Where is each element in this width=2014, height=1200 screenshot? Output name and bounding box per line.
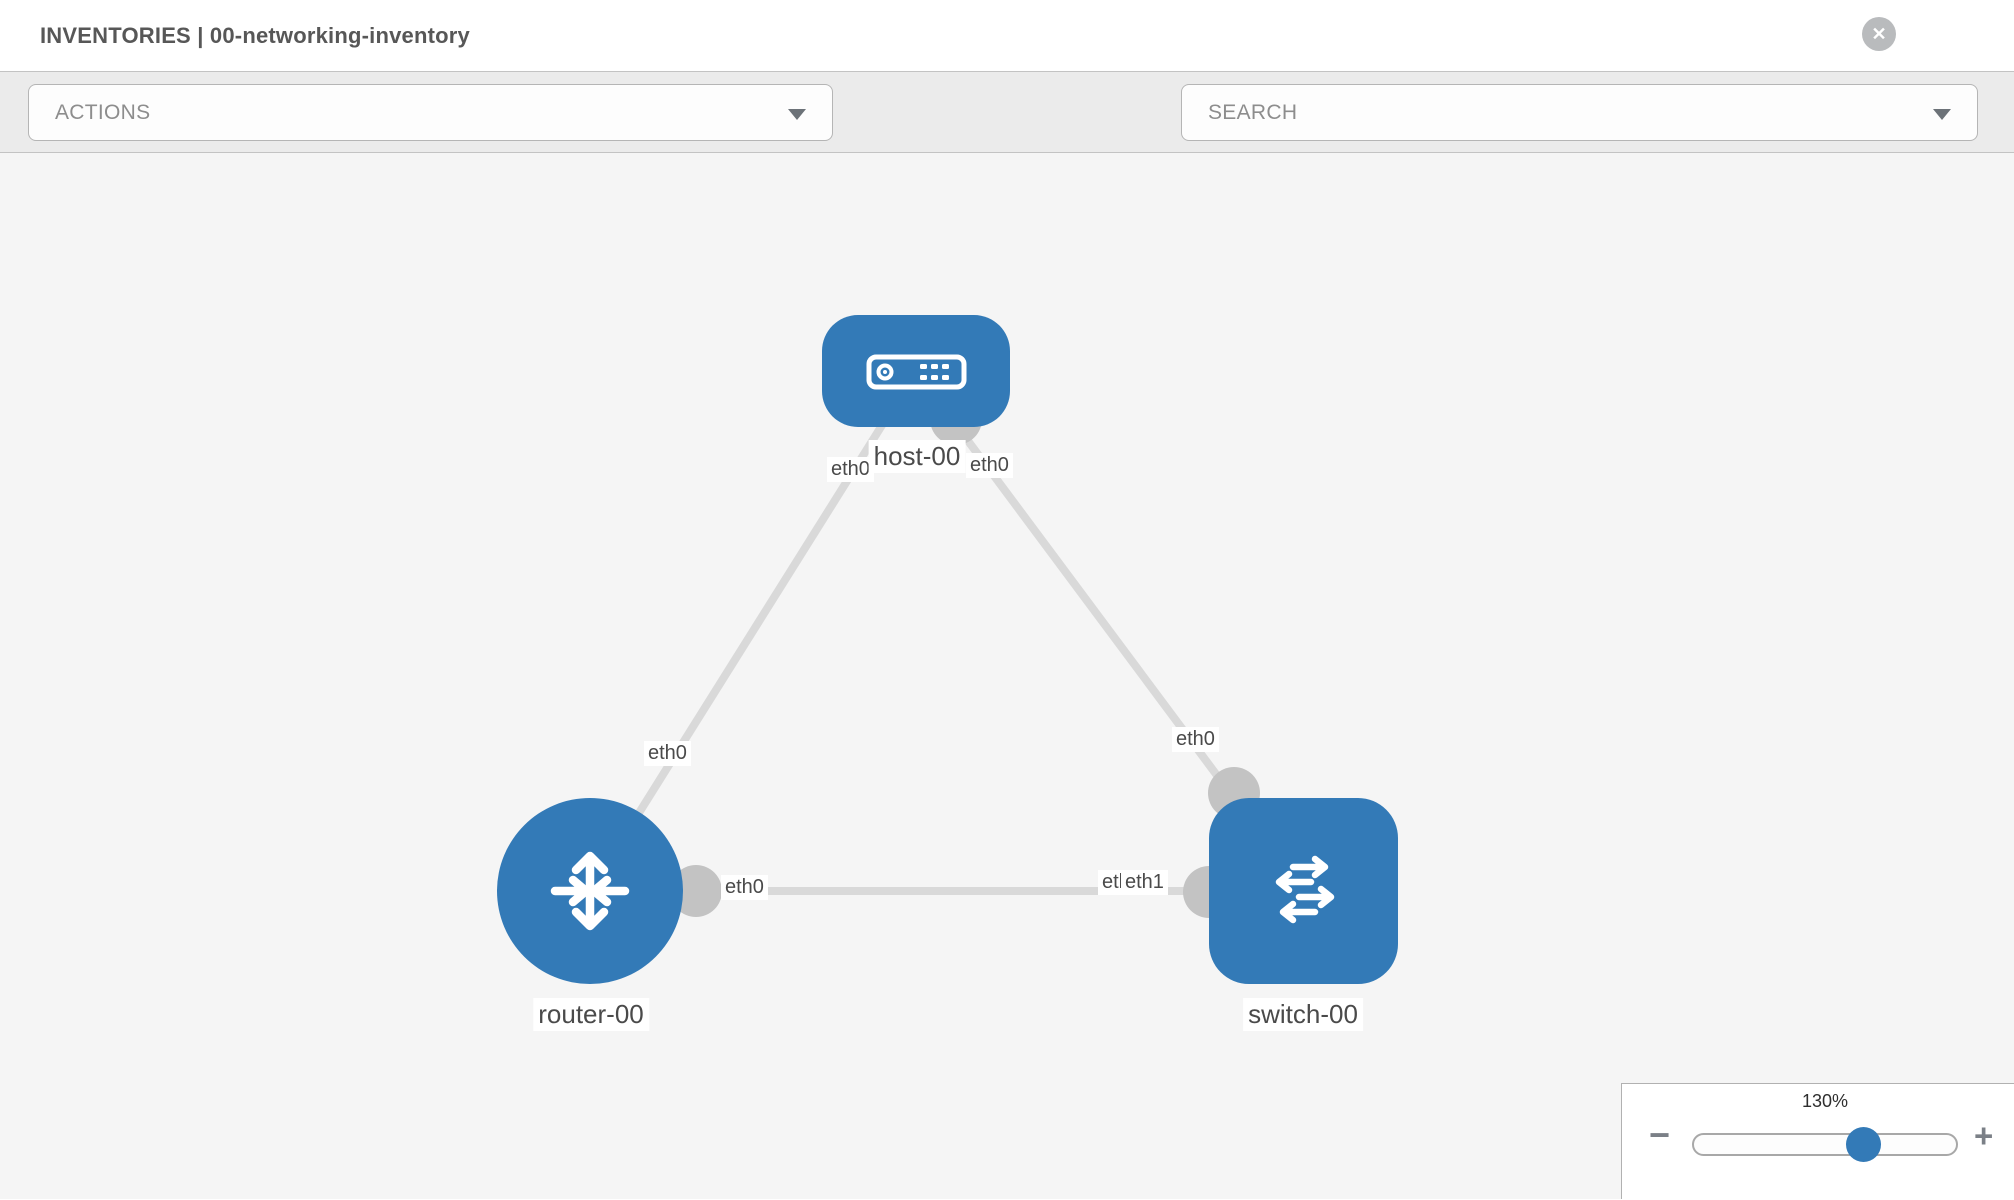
search-dropdown-label: SEARCH: [1208, 101, 1298, 124]
page-title: INVENTORIES | 00-networking-inventory: [40, 23, 470, 48]
interface-label: eth1: [1121, 870, 1168, 895]
close-icon[interactable]: ✕: [1862, 17, 1896, 51]
node-label-router: router-00: [533, 998, 649, 1031]
interface-label: eth0: [827, 457, 874, 482]
interface-label: eth0: [721, 875, 768, 900]
node-host-00[interactable]: [822, 315, 1010, 427]
topology-graph: [497, 315, 1398, 984]
zoom-in-button[interactable]: +: [1974, 1117, 1994, 1154]
toolbar: ACTIONS SEARCH: [0, 71, 2014, 204]
interface-label: eth0: [1172, 727, 1219, 752]
actions-dropdown-label: ACTIONS: [55, 101, 151, 124]
chevron-down-icon: [1933, 109, 1951, 120]
node-label-switch: switch-00: [1243, 998, 1363, 1031]
zoom-slider-track[interactable]: [1692, 1133, 1958, 1156]
zoom-slider-thumb[interactable]: [1846, 1127, 1881, 1162]
router-icon: [550, 851, 630, 931]
node-router-00[interactable]: [497, 798, 683, 984]
interface-label: eth0: [966, 453, 1013, 478]
interface-label: eth0: [644, 741, 691, 766]
host-icon: [866, 354, 967, 390]
switch-icon: [1275, 855, 1335, 924]
zoom-level-value: 130%: [1801, 1091, 1849, 1111]
zoom-out-button[interactable]: −: [1649, 1114, 1671, 1155]
actions-dropdown[interactable]: ACTIONS: [28, 84, 833, 141]
node-switch-00[interactable]: [1209, 798, 1398, 984]
topology-canvas[interactable]: eth0 eth0 eth0 eth0 eth0 eth0 eth1 host-…: [0, 153, 2014, 1199]
search-dropdown[interactable]: SEARCH: [1181, 84, 1978, 141]
interface-dot-router: [670, 865, 722, 917]
node-label-host: host-00: [868, 440, 966, 473]
header-bar: INVENTORIES | 00-networking-inventory ✕: [0, 0, 2014, 71]
zoom-panel: 130% − +: [1621, 1083, 2014, 1199]
chevron-down-icon: [788, 109, 806, 120]
